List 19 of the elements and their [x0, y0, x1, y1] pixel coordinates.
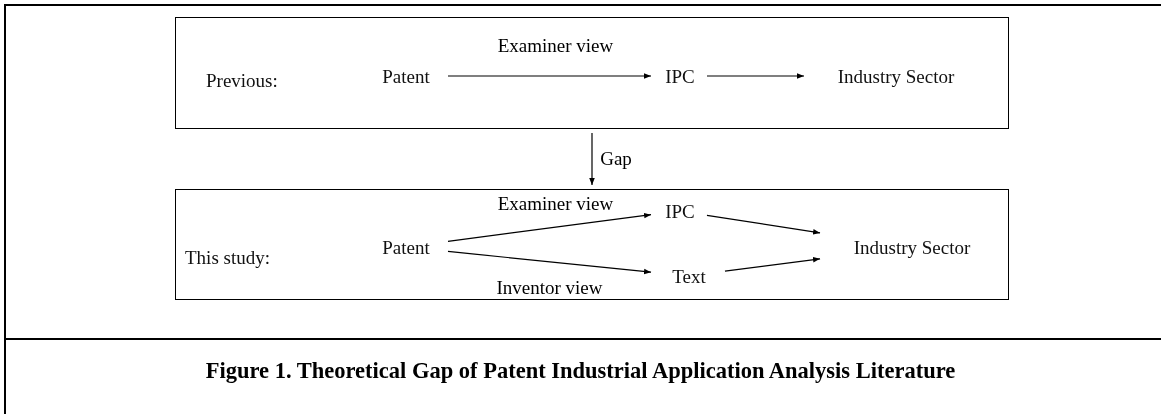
arrow: [447, 250, 652, 275]
node-label: Industry Sector: [825, 234, 999, 262]
node-label: Patent: [367, 63, 445, 91]
group-box: [175, 17, 1009, 129]
node-label: Text: [656, 263, 722, 291]
box-heading: Previous:: [206, 70, 278, 92]
node-label: IPC: [656, 198, 704, 226]
node-label: Patent: [367, 234, 445, 262]
arrow: [447, 73, 652, 79]
box-heading: This study:: [185, 247, 270, 269]
node-label: Industry Sector: [809, 63, 983, 91]
arrow: [447, 212, 652, 242]
arrow: [589, 132, 595, 186]
node-label: IPC: [656, 63, 704, 91]
figure-caption: Figure 1. Theoretical Gap of Patent Industrial Application Analysis Literature: [204, 358, 957, 384]
group-box: [175, 189, 1009, 300]
arrow: [706, 214, 821, 235]
arrow: [706, 73, 805, 79]
arrow: [724, 256, 821, 272]
